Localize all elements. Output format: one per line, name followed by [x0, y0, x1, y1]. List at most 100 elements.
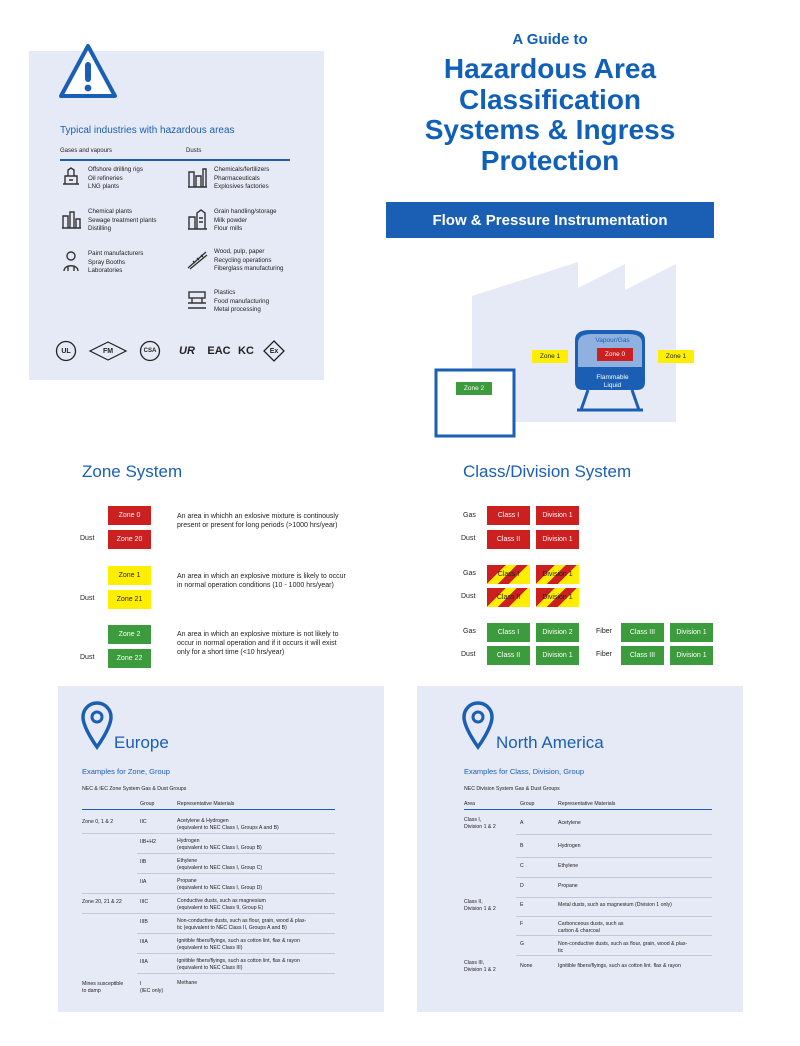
zone22-swatch: Zone 22 — [108, 649, 151, 668]
row-separator — [516, 916, 712, 917]
gas-label: Gas — [463, 512, 476, 519]
ul-logo: UL — [55, 340, 77, 362]
table-cell-area: Zone 0, 1 & 2 — [82, 819, 114, 825]
location-pin-icon — [81, 701, 113, 750]
division1-fiber-swatch: Division 1 — [670, 646, 713, 665]
table-cell-area: Class III, Division 1 & 2 — [464, 960, 496, 973]
table-cell-group: IIA — [140, 879, 147, 885]
gas-label: Gas — [463, 628, 476, 635]
food-processing-icon — [188, 291, 206, 309]
eac-logo: EAC — [207, 345, 231, 357]
zone2-description: An area in which an explosive mixture is… — [177, 631, 339, 656]
zone1-chip-left: Zone 1 — [532, 350, 568, 363]
dust-label: Dust — [461, 535, 476, 542]
industries-title: Typical industries with hazardous areas — [60, 125, 235, 136]
table-cell-materials: Non-conductive dusts, such as flour, gra… — [558, 941, 688, 954]
table-cell-group: IIIA — [140, 939, 148, 945]
zone1-chip-right: Zone 1 — [658, 350, 694, 363]
division2-swatch: Division 2 — [536, 623, 579, 642]
row-separator — [137, 973, 335, 974]
table-cell-group: I (IEC only) — [140, 981, 164, 994]
group-header: Group — [520, 801, 535, 807]
conveyor-icon — [187, 251, 208, 270]
grain-mill-icon — [188, 209, 207, 230]
row-separator — [516, 877, 712, 878]
page-title: Hazardous Area Classification Systems & … — [424, 53, 676, 176]
fiber-label: Fiber — [596, 628, 612, 635]
industries-panel — [29, 51, 324, 380]
class2-green-swatch: Class II — [487, 646, 530, 665]
table-cell-materials: Propane — [558, 883, 578, 889]
table-cell-group: D — [520, 883, 524, 889]
table-cell-group: None — [520, 963, 533, 969]
row-separator — [516, 897, 712, 898]
table-cell-group: A — [520, 820, 524, 826]
materials-header: Representative Materials — [558, 801, 616, 807]
row-separator — [516, 935, 712, 936]
table-cell-materials: Ignitible fibers/flyings, such as cotton… — [177, 958, 300, 971]
division1-green-swatch: Division 1 — [536, 646, 579, 665]
table-cell-materials: Non-conductive dusts, such as flour, gra… — [177, 918, 307, 931]
class3-swatch: Class III — [621, 646, 664, 665]
row-separator — [137, 873, 335, 874]
table-cell-materials: Methane — [177, 980, 198, 986]
dust-label: Dust — [461, 593, 476, 600]
zone1-description: An area in which an explosive mixture is… — [177, 573, 346, 589]
table-cell-area: Mines susceptible to damp — [82, 981, 124, 994]
table-cell-group: IIC — [140, 819, 147, 825]
table-header-rule — [464, 809, 712, 810]
zone20-swatch: Zone 20 — [108, 530, 151, 549]
table-cell-area: Class I, Division 1 & 2 — [464, 817, 496, 830]
paint-worker-icon — [63, 251, 79, 272]
table-cell-group: IIB — [140, 859, 147, 865]
row-separator — [516, 857, 712, 858]
ur-logo: UR — [179, 345, 195, 357]
dust-label: Dust — [461, 651, 476, 658]
zone1-swatch: Zone 1 — [108, 566, 151, 585]
kc-logo: KC — [238, 345, 254, 357]
dust-column-heading: Dusts — [186, 148, 202, 154]
table-cell-materials: Hydrogen(equivalent to NEC Class I, Grou… — [177, 838, 262, 851]
warning-icon — [59, 44, 117, 98]
zone2-chip: Zone 2 — [456, 382, 492, 395]
row-separator — [137, 953, 335, 954]
chemical-plant-icon — [62, 211, 81, 229]
division1-mixed-swatch: Division 1 — [536, 565, 579, 584]
group-header: Group — [140, 801, 155, 807]
ex-logo: Ex — [262, 340, 286, 362]
table-cell-group: F — [520, 921, 524, 927]
table-header-rule — [82, 809, 335, 810]
csa-logo: CSA — [138, 340, 162, 362]
vapour-gas-label: Vapour/Gas — [595, 336, 630, 344]
zone2-swatch: Zone 2 — [108, 625, 151, 644]
table-cell-materials: Metal dusts, such as magnesium (Division… — [558, 902, 672, 908]
table-cell-materials: Acetylene — [558, 820, 581, 826]
division1-swatch: Division 1 — [536, 530, 579, 549]
table-cell-area: Class II, Division 1 & 2 — [464, 899, 496, 912]
division1-swatch: Division 1 — [536, 506, 579, 525]
row-separator — [137, 853, 335, 854]
class3-swatch: Class III — [621, 623, 664, 642]
dust-label: Dust — [80, 654, 95, 661]
row-separator — [516, 955, 712, 956]
materials-header: Representative Materials — [177, 801, 235, 807]
silo-icon — [188, 168, 207, 188]
class2-swatch: Class II — [487, 530, 530, 549]
row-separator — [82, 913, 335, 914]
dust-label: Dust — [80, 535, 95, 542]
table-cell-area: Zone 20, 21 & 22 — [82, 899, 122, 905]
class2-mixed-swatch: Class II — [487, 588, 530, 607]
divider — [60, 159, 290, 161]
class1-green-swatch: Class I — [487, 623, 530, 642]
zone0-description: An area in whichh an exlosive mixture is… — [177, 513, 339, 529]
north-america-title: North America — [496, 733, 604, 752]
table-cell-materials: Hydrogen — [558, 843, 581, 849]
